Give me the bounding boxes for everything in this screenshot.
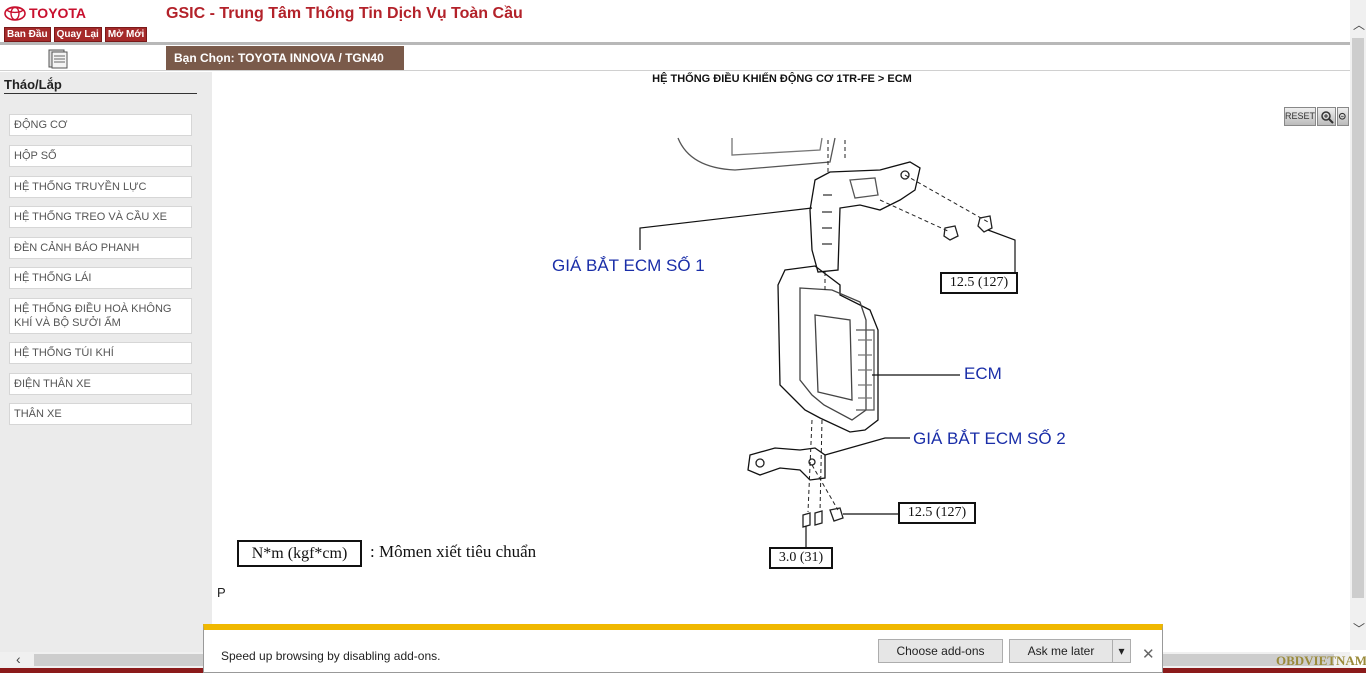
- choose-addons-button[interactable]: Choose add-ons: [878, 639, 1003, 663]
- app-title: GSIC - Trung Tâm Thông Tin Dịch Vụ Toàn …: [166, 5, 523, 22]
- brand-name: TOYOTA: [29, 5, 87, 21]
- vertical-scroll-thumb[interactable]: [1352, 38, 1364, 598]
- reset-button[interactable]: RESET: [1284, 107, 1316, 126]
- close-icon[interactable]: ✕: [1142, 646, 1155, 663]
- vehicle-selection: Bạn Chọn: TOYOTA INNOVA / TGN40: [166, 46, 404, 70]
- torque-top-box: 12.5 (127): [940, 272, 1018, 294]
- header-divider: [0, 42, 1350, 45]
- sidebar-item-airbag[interactable]: HỆ THỐNG TÚI KHÍ: [9, 342, 192, 364]
- sidebar: Tháo/Lắp ĐỘNG CƠ HỘP SỐ HỆ THỐNG TRUYỀN …: [0, 72, 212, 652]
- ask-later-dropdown-icon[interactable]: ▾: [1112, 639, 1131, 663]
- zoom-out-icon[interactable]: [1337, 107, 1349, 126]
- vertical-scrollbar[interactable]: ︿ ﹀: [1350, 0, 1366, 650]
- addon-notification-bar: Speed up browsing by disabling add-ons. …: [203, 624, 1163, 673]
- label-ecm: ECM: [964, 364, 1002, 383]
- watermark: OBDVIETNAM: [1276, 653, 1366, 668]
- torque-bottom-box: 3.0 (31): [769, 547, 833, 569]
- sidebar-item-steering[interactable]: HỆ THỐNG LÁI: [9, 267, 192, 289]
- sidebar-item-transmission[interactable]: HỘP SỐ: [9, 145, 192, 167]
- sidebar-item-suspension[interactable]: HỆ THỐNG TREO VÀ CẦU XE: [9, 206, 192, 228]
- sidebar-item-body[interactable]: THÂN XE: [9, 403, 192, 425]
- manual-book-icon[interactable]: [45, 49, 71, 74]
- zoom-toolbar: RESET: [1284, 107, 1349, 126]
- breadcrumb: HỆ THỐNG ĐIỀU KHIỂN ĐỘNG CƠ 1TR-FE > ECM: [652, 73, 912, 85]
- back-button[interactable]: Quay Lại: [53, 27, 102, 42]
- notification-message: Speed up browsing by disabling add-ons.: [221, 649, 441, 663]
- toyota-logo: TOYOTA: [4, 5, 86, 21]
- sidebar-item-air-conditioning[interactable]: HỆ THỐNG ĐIỀU HOÀ KHÔNG KHÍ VÀ BỘ SƯỞI Ấ…: [9, 298, 192, 334]
- sidebar-heading: Tháo/Lắp: [4, 77, 62, 92]
- scroll-left-icon[interactable]: ‹: [16, 651, 21, 667]
- torque-bottom-right-box: 12.5 (127): [898, 502, 976, 524]
- zoom-in-icon[interactable]: [1317, 107, 1336, 126]
- nav-buttons: Ban Đầu Quay Lại Mở Mới: [4, 27, 148, 42]
- legend-unit-box: N*m (kgf*cm): [237, 540, 362, 567]
- toyota-emblem-icon: [4, 5, 26, 21]
- legend-description: : Mômen xiết tiêu chuẩn: [370, 542, 537, 561]
- scroll-down-icon[interactable]: ﹀: [1353, 622, 1366, 636]
- sidebar-item-brake-warning[interactable]: ĐÈN CẢNH BÁO PHANH: [9, 237, 192, 259]
- sidebar-heading-divider: [4, 93, 197, 94]
- sidebar-item-body-electrical[interactable]: ĐIỆN THÂN XE: [9, 373, 192, 395]
- page-marker: P: [217, 585, 226, 600]
- sub-divider: [0, 70, 1350, 71]
- new-window-button[interactable]: Mở Mới: [104, 27, 148, 42]
- ask-later-button[interactable]: Ask me later: [1009, 639, 1113, 663]
- scroll-up-icon[interactable]: ︿: [1353, 18, 1366, 32]
- sidebar-item-engine[interactable]: ĐỘNG CƠ: [9, 114, 192, 136]
- sidebar-item-drivetrain[interactable]: HỆ THỐNG TRUYỀN LỰC: [9, 176, 192, 198]
- home-button[interactable]: Ban Đầu: [4, 27, 51, 42]
- label-bracket-2: GIÁ BẮT ECM SỐ 2: [913, 429, 1066, 448]
- label-bracket-1: GIÁ BẮT ECM SỐ 1: [552, 256, 705, 275]
